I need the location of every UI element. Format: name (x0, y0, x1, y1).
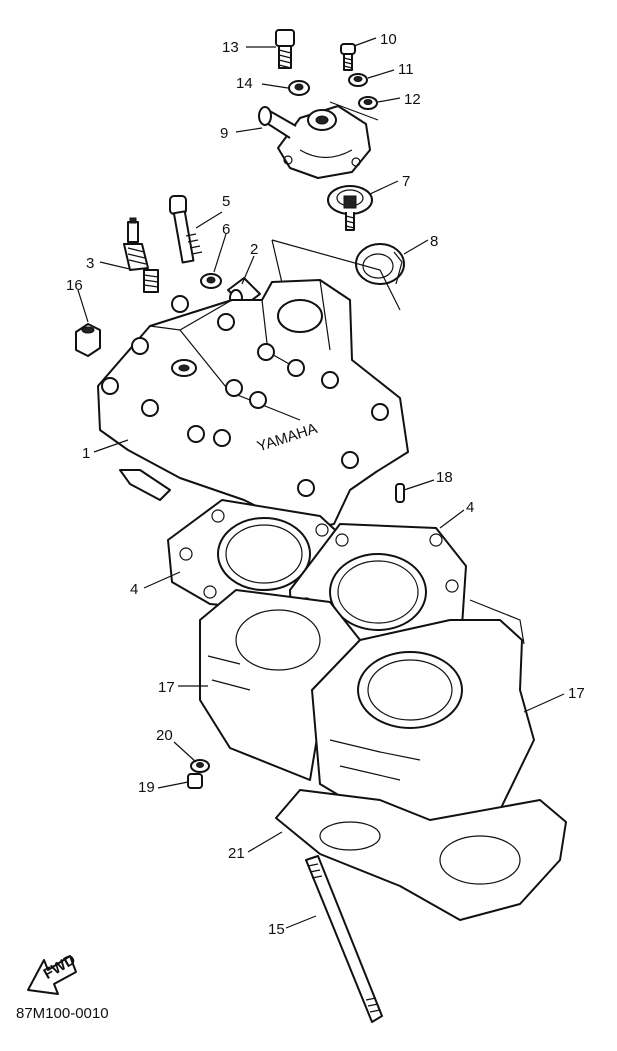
washer-20 (190, 759, 210, 773)
callout-19: 19 (138, 779, 155, 796)
callout-12: 12 (404, 91, 421, 108)
callout-16: 16 (66, 277, 83, 294)
callout-20: 20 (156, 727, 173, 744)
base-gasket-21 (275, 789, 567, 921)
callout-2: 2 (250, 241, 258, 258)
callout-7: 7 (402, 173, 410, 190)
callout-4a: 4 (130, 581, 138, 598)
bolt-5 (169, 195, 203, 264)
diagram-code: 87M100-0010 (16, 1005, 109, 1022)
washer-14 (288, 80, 310, 96)
callout-10: 10 (380, 31, 397, 48)
callout-8: 8 (430, 233, 438, 250)
washer-12 (358, 96, 378, 110)
callout-17a: 17 (158, 679, 175, 696)
callout-labels: 13 14 9 10 11 12 7 8 5 6 2 3 16 1 18 4 4… (66, 31, 585, 938)
leader-lines (77, 37, 565, 929)
bolt-10 (340, 43, 356, 71)
callout-17b: 17 (568, 685, 585, 702)
bolt-19 (187, 773, 203, 789)
callout-13: 13 (222, 39, 239, 56)
gasket-8 (355, 243, 405, 285)
stud-bolt-15 (305, 855, 383, 1023)
washer-6 (200, 273, 222, 289)
callout-5: 5 (222, 193, 230, 210)
dowel-pin-18 (395, 483, 405, 503)
fwd-arrow-icon: FWD (27, 951, 79, 995)
callout-1: 1 (82, 445, 90, 462)
callout-18: 18 (436, 469, 453, 486)
callout-4b: 4 (466, 499, 474, 516)
thermostat-7 (327, 185, 373, 231)
callout-3: 3 (86, 255, 94, 272)
callout-6: 6 (222, 221, 230, 238)
cylinder-head-1: YAMAHA (97, 279, 409, 531)
callout-14: 14 (236, 75, 253, 92)
callout-21: 21 (228, 845, 245, 862)
nut-16 (75, 323, 101, 357)
spark-plug-3 (123, 217, 159, 293)
cylinder-right-17 (311, 599, 535, 833)
callout-11: 11 (398, 61, 414, 78)
thermostat-cover-9 (258, 105, 371, 179)
washer-11 (348, 73, 368, 87)
bolt-13 (275, 29, 295, 69)
callout-15: 15 (268, 921, 285, 938)
callout-9: 9 (220, 125, 228, 142)
